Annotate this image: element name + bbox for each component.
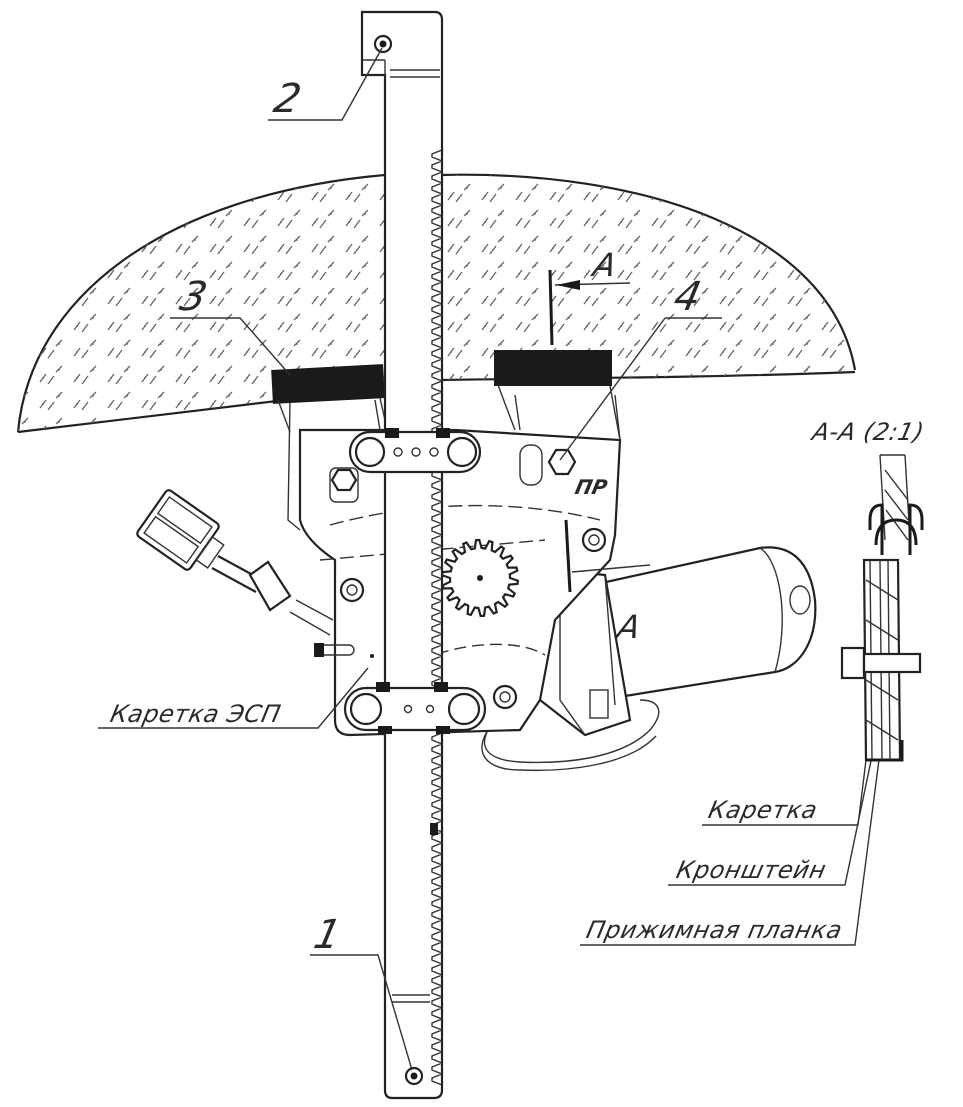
label-section-view: А-А (2:1)	[808, 417, 927, 446]
screw-top	[373, 34, 393, 54]
bolt-right	[519, 444, 577, 486]
label-carriage: Каретка	[706, 795, 820, 824]
pad-3	[271, 364, 385, 404]
label-clamp-bar: Прижимная планка	[584, 915, 845, 944]
section-view-a-a	[840, 454, 924, 762]
clamp-strip-top	[348, 428, 482, 474]
screw-bottom	[404, 1066, 424, 1086]
leader-lines	[98, 47, 881, 1071]
drive-gear	[440, 538, 520, 618]
pad-4	[494, 350, 612, 386]
bolt-left	[329, 467, 359, 503]
wire-connector	[136, 489, 374, 658]
label-item-2: 2	[270, 74, 306, 121]
plate-mark: ПР	[573, 475, 610, 499]
rivet-c	[492, 684, 518, 710]
door-glass	[16, 173, 857, 434]
rivet-b	[581, 527, 607, 553]
clamp-strip-bottom	[343, 682, 487, 734]
rivet-a	[339, 577, 365, 603]
label-item-1: 1	[310, 910, 346, 957]
label-carriage-escp: Каретка ЭСП	[108, 699, 284, 728]
section-cut-top	[548, 269, 631, 346]
section-cut-side	[564, 519, 651, 593]
toothed-rack	[360, 10, 444, 1100]
label-bracket: Кронштейн	[674, 855, 829, 884]
